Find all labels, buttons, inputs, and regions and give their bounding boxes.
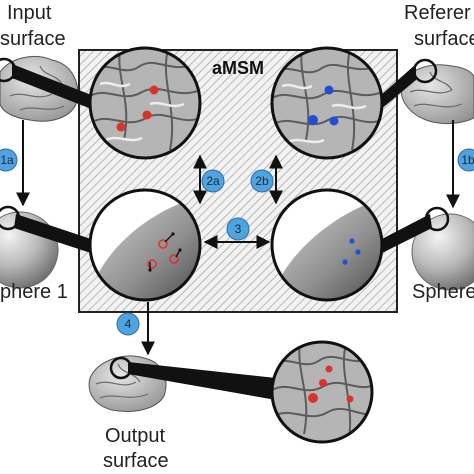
- svg-text:1b: 1b: [461, 153, 474, 167]
- red-landmark: [116, 122, 126, 132]
- red-landmark-hollow: [169, 254, 179, 264]
- svg-text:2a: 2a: [206, 174, 220, 188]
- reference-surface-label-line2: surface: [414, 28, 474, 50]
- red-landmark: [149, 85, 159, 95]
- svg-text:4: 4: [125, 317, 132, 331]
- output-zoom-circle: [270, 340, 374, 444]
- input-zoom-circle: [88, 46, 202, 160]
- badge-2b: 2b: [250, 169, 274, 193]
- red-landmark: [325, 365, 333, 373]
- badge-1a: 1a: [0, 148, 18, 172]
- blue-landmark: [349, 238, 355, 244]
- output-surface-brain-icon: [88, 355, 167, 412]
- sphere1-zoom-wedge: [14, 214, 94, 254]
- red-landmark-hollow: [158, 239, 168, 249]
- red-landmark: [319, 379, 327, 387]
- sphere2-icon: [411, 213, 474, 291]
- input-surface-label-line1: Input: [7, 2, 52, 24]
- badge-4: 4: [116, 312, 140, 336]
- svg-text:2b: 2b: [255, 174, 269, 188]
- badge-2a: 2a: [201, 169, 225, 193]
- svg-text:1a: 1a: [0, 153, 14, 167]
- reference-zoom-circle: [270, 46, 384, 160]
- amsm-title: aMSM: [212, 58, 264, 78]
- input-zoom-wedge: [12, 64, 94, 110]
- sphere1-label: phere 1: [0, 281, 68, 303]
- blue-landmark: [308, 115, 318, 125]
- blue-landmark: [342, 259, 348, 265]
- red-landmark: [142, 110, 152, 120]
- blue-landmark: [355, 249, 361, 255]
- sphere2-zoom-wedge: [380, 214, 432, 254]
- sphere2-label: Sphere: [412, 281, 474, 303]
- red-landmark: [308, 393, 318, 403]
- red-landmark-hollow: [147, 259, 157, 269]
- reference-zoom-wedge: [380, 64, 416, 110]
- badge-3: 3: [226, 217, 250, 241]
- blue-landmark: [324, 85, 334, 95]
- input-surface-label-line2: surface: [0, 28, 66, 50]
- sphere1-zoom-circle: [88, 188, 202, 302]
- output-zoom-wedge: [128, 362, 276, 400]
- output-surface-label-line1: Output: [105, 425, 166, 447]
- output-surface-label-line2: surface: [103, 450, 169, 472]
- sphere2-zoom-circle: [270, 188, 384, 302]
- red-landmark: [346, 395, 354, 403]
- reference-surface-label-line1: Referer: [404, 2, 471, 24]
- badge-1b: 1b: [457, 148, 474, 172]
- svg-text:3: 3: [235, 222, 242, 236]
- blue-landmark: [329, 116, 339, 126]
